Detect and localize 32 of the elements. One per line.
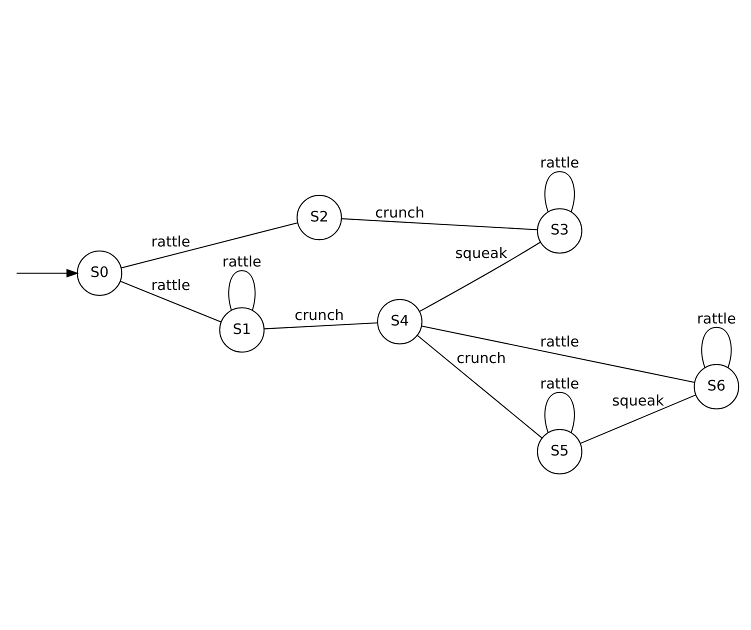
edge-label: rattle	[222, 254, 262, 271]
node-circle: S4	[377, 299, 422, 344]
edge-label: crunch	[375, 206, 424, 222]
edge-label: crunch	[456, 351, 506, 368]
edge-label: rattle	[540, 334, 580, 351]
edge-label: rattle	[151, 278, 190, 294]
connector	[120, 280, 222, 322]
connector	[228, 270, 256, 310]
edge-label: rattle	[696, 311, 736, 328]
connector	[341, 218, 538, 230]
connector	[544, 171, 575, 212]
arrow	[16, 268, 79, 278]
node-circle: S2	[296, 194, 342, 240]
connector	[420, 242, 541, 312]
connector	[422, 326, 694, 383]
node-circle: S3	[536, 208, 582, 254]
node-circle: S6	[694, 364, 740, 410]
connector	[544, 392, 575, 433]
node-circle: S1	[219, 307, 265, 353]
connector	[580, 394, 696, 444]
edge-label: rattle	[151, 234, 190, 251]
connector	[417, 334, 542, 438]
edge-label: rattle	[540, 156, 580, 172]
edge-label: squeak	[455, 246, 508, 262]
connector	[264, 322, 378, 330]
edge-label: squeak	[612, 393, 664, 410]
node-circle: S5	[536, 429, 582, 474]
edge-label: crunch	[294, 308, 344, 324]
edge-label: rattle	[540, 376, 580, 392]
node-circle: S0	[76, 250, 122, 296]
connector	[701, 326, 732, 368]
connector	[121, 222, 298, 268]
